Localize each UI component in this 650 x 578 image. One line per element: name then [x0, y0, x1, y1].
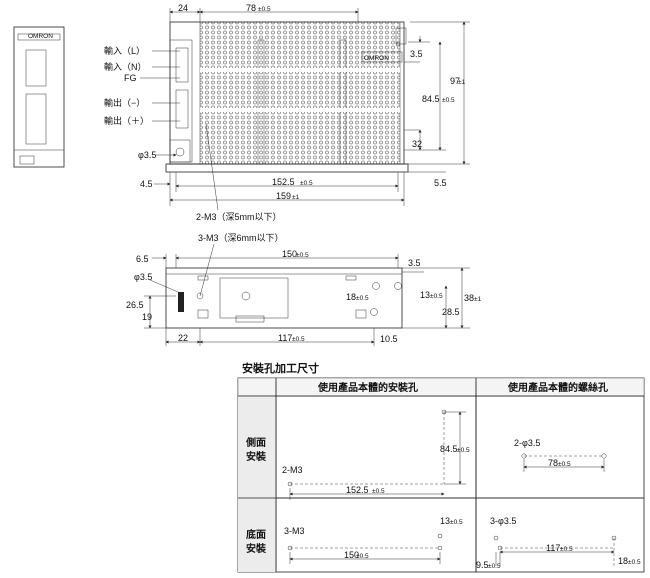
side-screw-label: 2-φ3.5	[514, 438, 540, 448]
dim-150-tol: ±0.5	[296, 252, 309, 259]
dim-150: 150	[282, 249, 297, 259]
dim-28-5: 28.5	[442, 307, 460, 317]
dim-10-5: 10.5	[380, 334, 398, 344]
dim-26-5-left: 26.5	[126, 300, 144, 310]
row-side-line1: 側面	[245, 436, 266, 449]
dim-159-tol: ±1	[292, 194, 300, 201]
dim-152-5: 152.5	[272, 177, 295, 187]
side-body-dim-w-tol: ±0.5	[372, 488, 385, 495]
label-output-minus: 輸出（−）	[104, 97, 145, 108]
dim-hole-bottom: φ3.5	[134, 272, 152, 282]
side-screw-dim-w: 78	[548, 458, 558, 468]
bottom-body-dim-w-tol: ±0.5	[356, 553, 369, 560]
dim-6-5: 6.5	[136, 254, 149, 264]
note-3-m3: 3-M3（深6mm以下）	[198, 233, 284, 243]
dim-13: 13	[420, 290, 430, 300]
mount-table: 安裝孔加工尺寸 使用產品本體的安裝孔 使用產品本體的螺絲孔 側面 安裝 底面 安…	[237, 361, 645, 573]
dim-117: 117	[278, 333, 292, 343]
side-view: OMRON	[13, 26, 65, 168]
label-input-n: 輸入（N）	[104, 61, 147, 72]
bottom-screw-label: 3-φ3.5	[490, 516, 516, 526]
dim-97-tol: ±1	[458, 79, 466, 86]
bottom-body-label: 3-M3	[284, 526, 305, 536]
label-input-l: 輸入（L）	[104, 45, 145, 56]
note-2-m3: 2-M3（深5mm以下）	[196, 212, 282, 222]
row-bottom-line2: 安裝	[246, 542, 267, 555]
top-view: OMRON 24 78 ±0.5 輸入（L） 輸入（N） FG 輸出（−） 輸出…	[104, 3, 470, 222]
dim-38-tol: ±1	[474, 296, 482, 303]
dim-97: 97	[450, 76, 460, 86]
cell-bottom-body: 3-M3 13 ±0.5 150 ±0.5	[284, 516, 463, 564]
cell-side-body: 84.5 ±0.5 2-M3 152.5 ±0.5	[282, 409, 470, 500]
cell-side-screw: 2-φ3.5 78 ±0.5	[514, 438, 607, 472]
dim-3-5-bottom: 3.5	[408, 258, 421, 268]
label-fg: FG	[124, 73, 137, 83]
dim-hole-top: φ3.5	[138, 150, 156, 160]
dim-18-tol: ±0.5	[356, 295, 369, 302]
dim-24: 24	[178, 3, 188, 13]
bottom-body-outline	[165, 267, 403, 329]
side-screw-dim-w-tol: ±0.5	[558, 461, 571, 468]
dim-84-5: 84.5	[422, 94, 440, 104]
dim-38: 38	[464, 293, 474, 303]
bottom-screw-dim-18: 18	[618, 556, 628, 566]
header-body-holes: 使用產品本體的安裝孔	[317, 381, 418, 394]
dim-5-5: 5.5	[434, 178, 447, 188]
side-body-dim-h: 84.5	[440, 444, 458, 454]
dim-3-5-top: 3.5	[410, 49, 423, 59]
dim-32: 32	[412, 139, 422, 149]
bottom-screw-dim-9-5: 9.5	[476, 560, 489, 570]
dim-19: 19	[142, 312, 152, 322]
bottom-body-dim-13-tol: ±0.5	[450, 519, 463, 526]
label-output-plus: 輸出（＋）	[104, 115, 149, 126]
dim-78-tol: ±0.5	[258, 6, 271, 13]
side-body-label: 2-M3	[282, 465, 303, 475]
dim-84-5-tol: ±0.5	[442, 97, 455, 104]
bottom-screw-dim-9-5-tol: ±0.5	[488, 563, 501, 570]
cell-bottom-screw: 3-φ3.5 117 ±0.5 9.5 ±0.5 18 ±0.5	[476, 516, 641, 570]
row-side-line2: 安裝	[246, 450, 267, 463]
bottom-body-dim-w: 150	[344, 550, 359, 560]
header-screw-holes: 使用產品本體的螺絲孔	[507, 381, 608, 394]
side-body-dim-h-tol: ±0.5	[457, 447, 470, 454]
bottom-view: 3-M3（深6mm以下） 6.5 150 ±0.5 3.5 φ3.5 18 ±0…	[126, 233, 482, 346]
bottom-screw-dim-18-tol: ±0.5	[628, 559, 641, 566]
dim-78: 78	[246, 3, 256, 13]
bottom-body-dim-13: 13	[440, 516, 450, 526]
dim-4-5: 4.5	[140, 179, 153, 189]
dim-152-5-tol: ±0.5	[300, 180, 313, 187]
dim-13-tol: ±0.5	[430, 293, 443, 300]
dim-117-tol: ±0.5	[292, 336, 305, 343]
side-body-dim-w: 152.5	[346, 485, 369, 495]
bottom-screw-dim-117: 117	[546, 543, 560, 553]
mount-table-title: 安裝孔加工尺寸	[242, 361, 319, 375]
bottom-screw-dim-117-tol: ±0.5	[560, 546, 573, 553]
dim-22: 22	[178, 333, 188, 343]
row-bottom-line1: 底面	[246, 528, 266, 541]
side-brand-label: OMRON	[28, 33, 53, 40]
dim-18: 18	[346, 292, 356, 302]
top-brand-label: OMRON	[364, 55, 389, 62]
dim-159: 159	[276, 191, 291, 201]
